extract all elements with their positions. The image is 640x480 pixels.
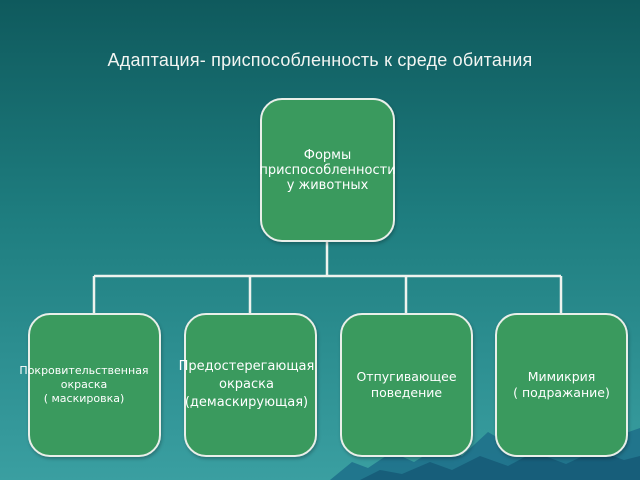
- child-node-mimicry: Мимикрия ( подражание): [495, 313, 628, 457]
- child-node-deterrent-behavior: Отпугивающее поведение: [340, 313, 473, 457]
- child-node-warning-coloration: Предостерегающая окраска (демаскирующая): [179, 313, 317, 457]
- page-title: Адаптация- приспособленность к среде оби…: [107, 50, 533, 70]
- child-node-label: Покровительственная окраска ( маскировка…: [19, 364, 149, 405]
- root-node: Формы приспособленности у животных: [259, 98, 396, 242]
- child-node-label: Предостерегающая окраска (демаскирующая): [178, 359, 315, 410]
- child-node-protective-coloration: Покровительственная окраска ( маскировка…: [19, 313, 161, 457]
